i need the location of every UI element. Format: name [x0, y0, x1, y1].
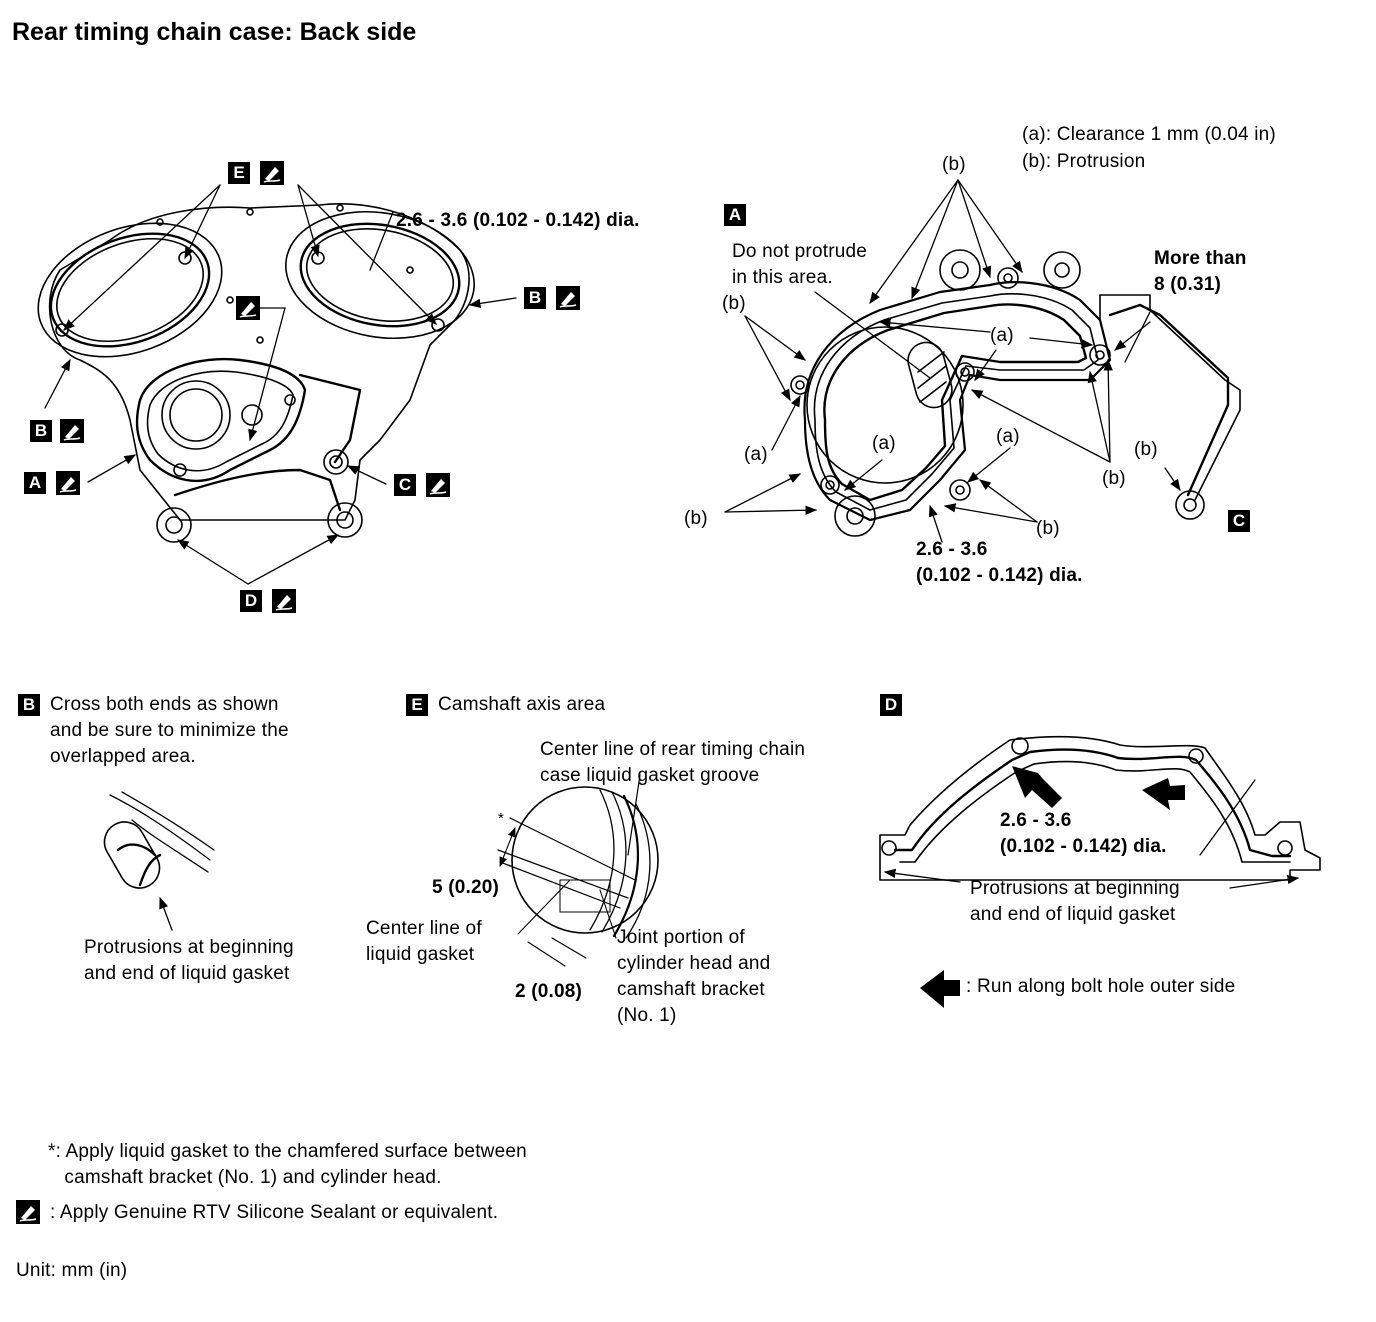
- callout-b: (b): [1134, 439, 1158, 460]
- detail-d-protrusions: Protrusions at beginning and end of liqu…: [970, 878, 1180, 925]
- detail-a-leader-lines: [724, 179, 1181, 543]
- sealant-tube-icon: [260, 161, 284, 185]
- run-along-arrows: [1012, 766, 1185, 810]
- page-title: Rear timing chain case: Back side: [12, 18, 417, 46]
- timing-case-overview: [37, 203, 475, 543]
- legend-protrusion: (b): Protrusion: [1022, 151, 1146, 172]
- sealant-tube-icon: [16, 1200, 40, 1224]
- overview-leader-lines: [44, 184, 517, 585]
- detail-a-bead-diameter: 2.6 - 3.6 (0.102 - 0.142) dia.: [916, 539, 1083, 586]
- sealant-note: : Apply Genuine RTV Silicone Sealant or …: [50, 1202, 499, 1223]
- callout-b: (b): [942, 154, 966, 175]
- detail-a-c-badge: C: [1228, 510, 1250, 532]
- dimension-2: 2 (0.08): [515, 981, 583, 1002]
- detail-d-gasket-view: [879, 735, 1321, 889]
- detail-a-gasket-view: [790, 249, 1241, 537]
- detail-e-camshaft-axis: [497, 774, 659, 967]
- label-b-badge: B: [524, 287, 546, 309]
- detail-d-badge: D: [880, 694, 902, 716]
- legend-clearance: (a): Clearance 1 mm (0.04 in): [1022, 124, 1276, 145]
- detail-b-protrusions: Protrusions at beginning and end of liqu…: [84, 937, 294, 984]
- sealant-tube-icon: [426, 473, 450, 497]
- do-not-protrude-note: Do not protrude in this area.: [732, 241, 868, 288]
- detail-a-badge: A: [724, 204, 746, 226]
- dimension-5: 5 (0.20): [432, 877, 500, 898]
- detail-d-bead-diameter: 2.6 - 3.6 (0.102 - 0.142) dia.: [1000, 810, 1167, 857]
- joint-portion-label: Joint portion of cylinder head and camsh…: [617, 927, 771, 1026]
- callout-a: (a): [872, 433, 896, 454]
- callout-a: (a): [990, 325, 1014, 346]
- detail-e-title: Camshaft axis area: [438, 694, 606, 715]
- more-than-note: More than 8 (0.31): [1154, 248, 1247, 295]
- callout-a: (a): [996, 426, 1020, 447]
- unit-note: Unit: mm (in): [16, 1260, 128, 1281]
- callout-a: (a): [744, 444, 768, 465]
- overview-bead-diameter: 2.6 - 3.6 (0.102 - 0.142) dia.: [396, 210, 640, 231]
- star-marker: *: [498, 810, 505, 827]
- detail-b-badge: B: [18, 694, 40, 716]
- detail-b-overlap: [103, 791, 215, 931]
- run-along-note: : Run along bolt hole outer side: [966, 976, 1236, 997]
- label-c-badge: C: [394, 474, 416, 496]
- callout-b: (b): [722, 293, 746, 314]
- detail-b-instruction: Cross both ends as shown and be sure to …: [50, 694, 289, 767]
- label-a-badge: A: [24, 472, 46, 494]
- star-note: *: Apply liquid gasket to the chamfered …: [48, 1141, 527, 1188]
- callout-b: (b): [684, 508, 708, 529]
- callout-b: (b): [1036, 518, 1060, 539]
- sealant-tube-icon: [60, 419, 84, 443]
- detail-e-badge: E: [406, 694, 428, 716]
- label-b-badge: B: [30, 420, 52, 442]
- label-e-badge: E: [228, 162, 250, 184]
- sealant-tube-icon: [272, 589, 296, 613]
- callout-b: (b): [1102, 468, 1126, 489]
- run-along-arrow-icon: [920, 970, 960, 1008]
- label-d-badge: D: [240, 590, 262, 612]
- sealant-tube-icon: [56, 471, 80, 495]
- center-line-groove-label: Center line of rear timing chain case li…: [540, 739, 806, 786]
- sealant-tube-icon: [236, 296, 260, 320]
- center-line-gasket-label: Center line of liquid gasket: [366, 918, 482, 965]
- sealant-tube-icon: [556, 286, 580, 310]
